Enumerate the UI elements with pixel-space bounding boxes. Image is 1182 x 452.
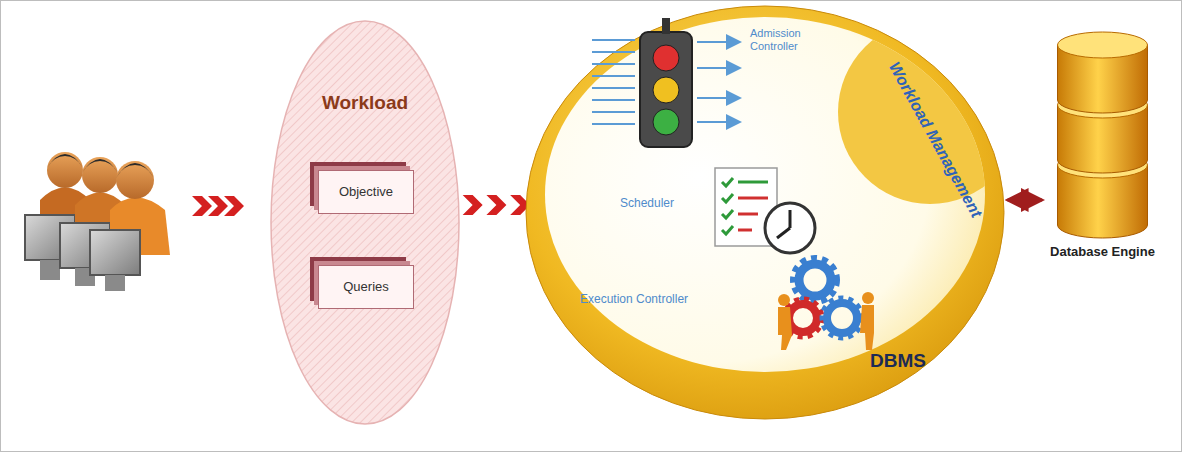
node-text: Queries (343, 280, 389, 295)
component-label: Execution Controller (580, 293, 710, 313)
stacked-card: Objective (318, 170, 414, 214)
node-text: Objective (339, 185, 393, 200)
component-label: Scheduler (620, 197, 700, 217)
chevron-arrow (192, 196, 244, 216)
region-node: WorkloadObjectiveQueries (270, 20, 460, 425)
double-arrow (1008, 200, 1042, 201)
node-text: Admission Controller (750, 27, 834, 52)
ellipse-outline (270, 20, 460, 425)
region-node: Database Engine (1045, 30, 1160, 315)
node-text: Scheduler (620, 197, 674, 211)
node-text: Database Engine (1045, 245, 1160, 260)
database-cylinder (1045, 30, 1160, 315)
stacked-card: Queries (318, 265, 414, 309)
node-text: Execution Controller (580, 293, 688, 307)
chevron-connector (463, 195, 531, 215)
admission-flow-icon (592, 18, 738, 147)
gears-icon (778, 258, 874, 350)
users-icon (25, 152, 170, 291)
scheduler-icon (715, 168, 815, 253)
node-text: Workload (270, 92, 460, 114)
component-label: Admission Controller (750, 27, 836, 61)
node-text: DBMS (870, 350, 926, 372)
